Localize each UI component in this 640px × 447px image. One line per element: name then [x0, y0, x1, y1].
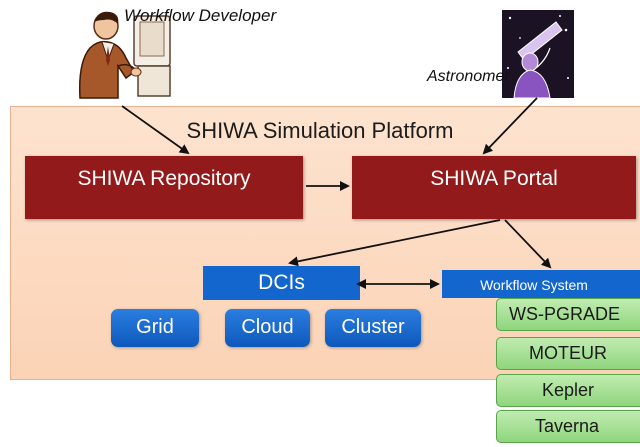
engine-taverna: Taverna: [496, 410, 640, 443]
workflow-developer-icon: [78, 11, 171, 99]
engine-kepler: Kepler: [496, 374, 640, 407]
engine-ws-pgrade: WS-PGRADE: [496, 298, 640, 331]
astronomer-label: Astronomer: [427, 68, 510, 85]
shiwa-portal-box: SHIWA Portal: [352, 156, 636, 219]
platform-title: SHIWA Simulation Platform: [186, 118, 454, 143]
workflow-developer-label: Workflow Developer: [124, 6, 277, 25]
dci-cluster: Cluster: [325, 309, 421, 347]
shiwa-repository-box: SHIWA Repository: [25, 156, 303, 219]
dci-grid: Grid: [111, 309, 199, 347]
dci-cloud: Cloud: [225, 309, 310, 347]
astronomer-icon: [502, 10, 574, 99]
engine-moteur: MOTEUR: [496, 337, 640, 370]
dcis-box: DCIs: [203, 266, 360, 300]
workflow-system-box: Workflow System: [442, 270, 640, 298]
